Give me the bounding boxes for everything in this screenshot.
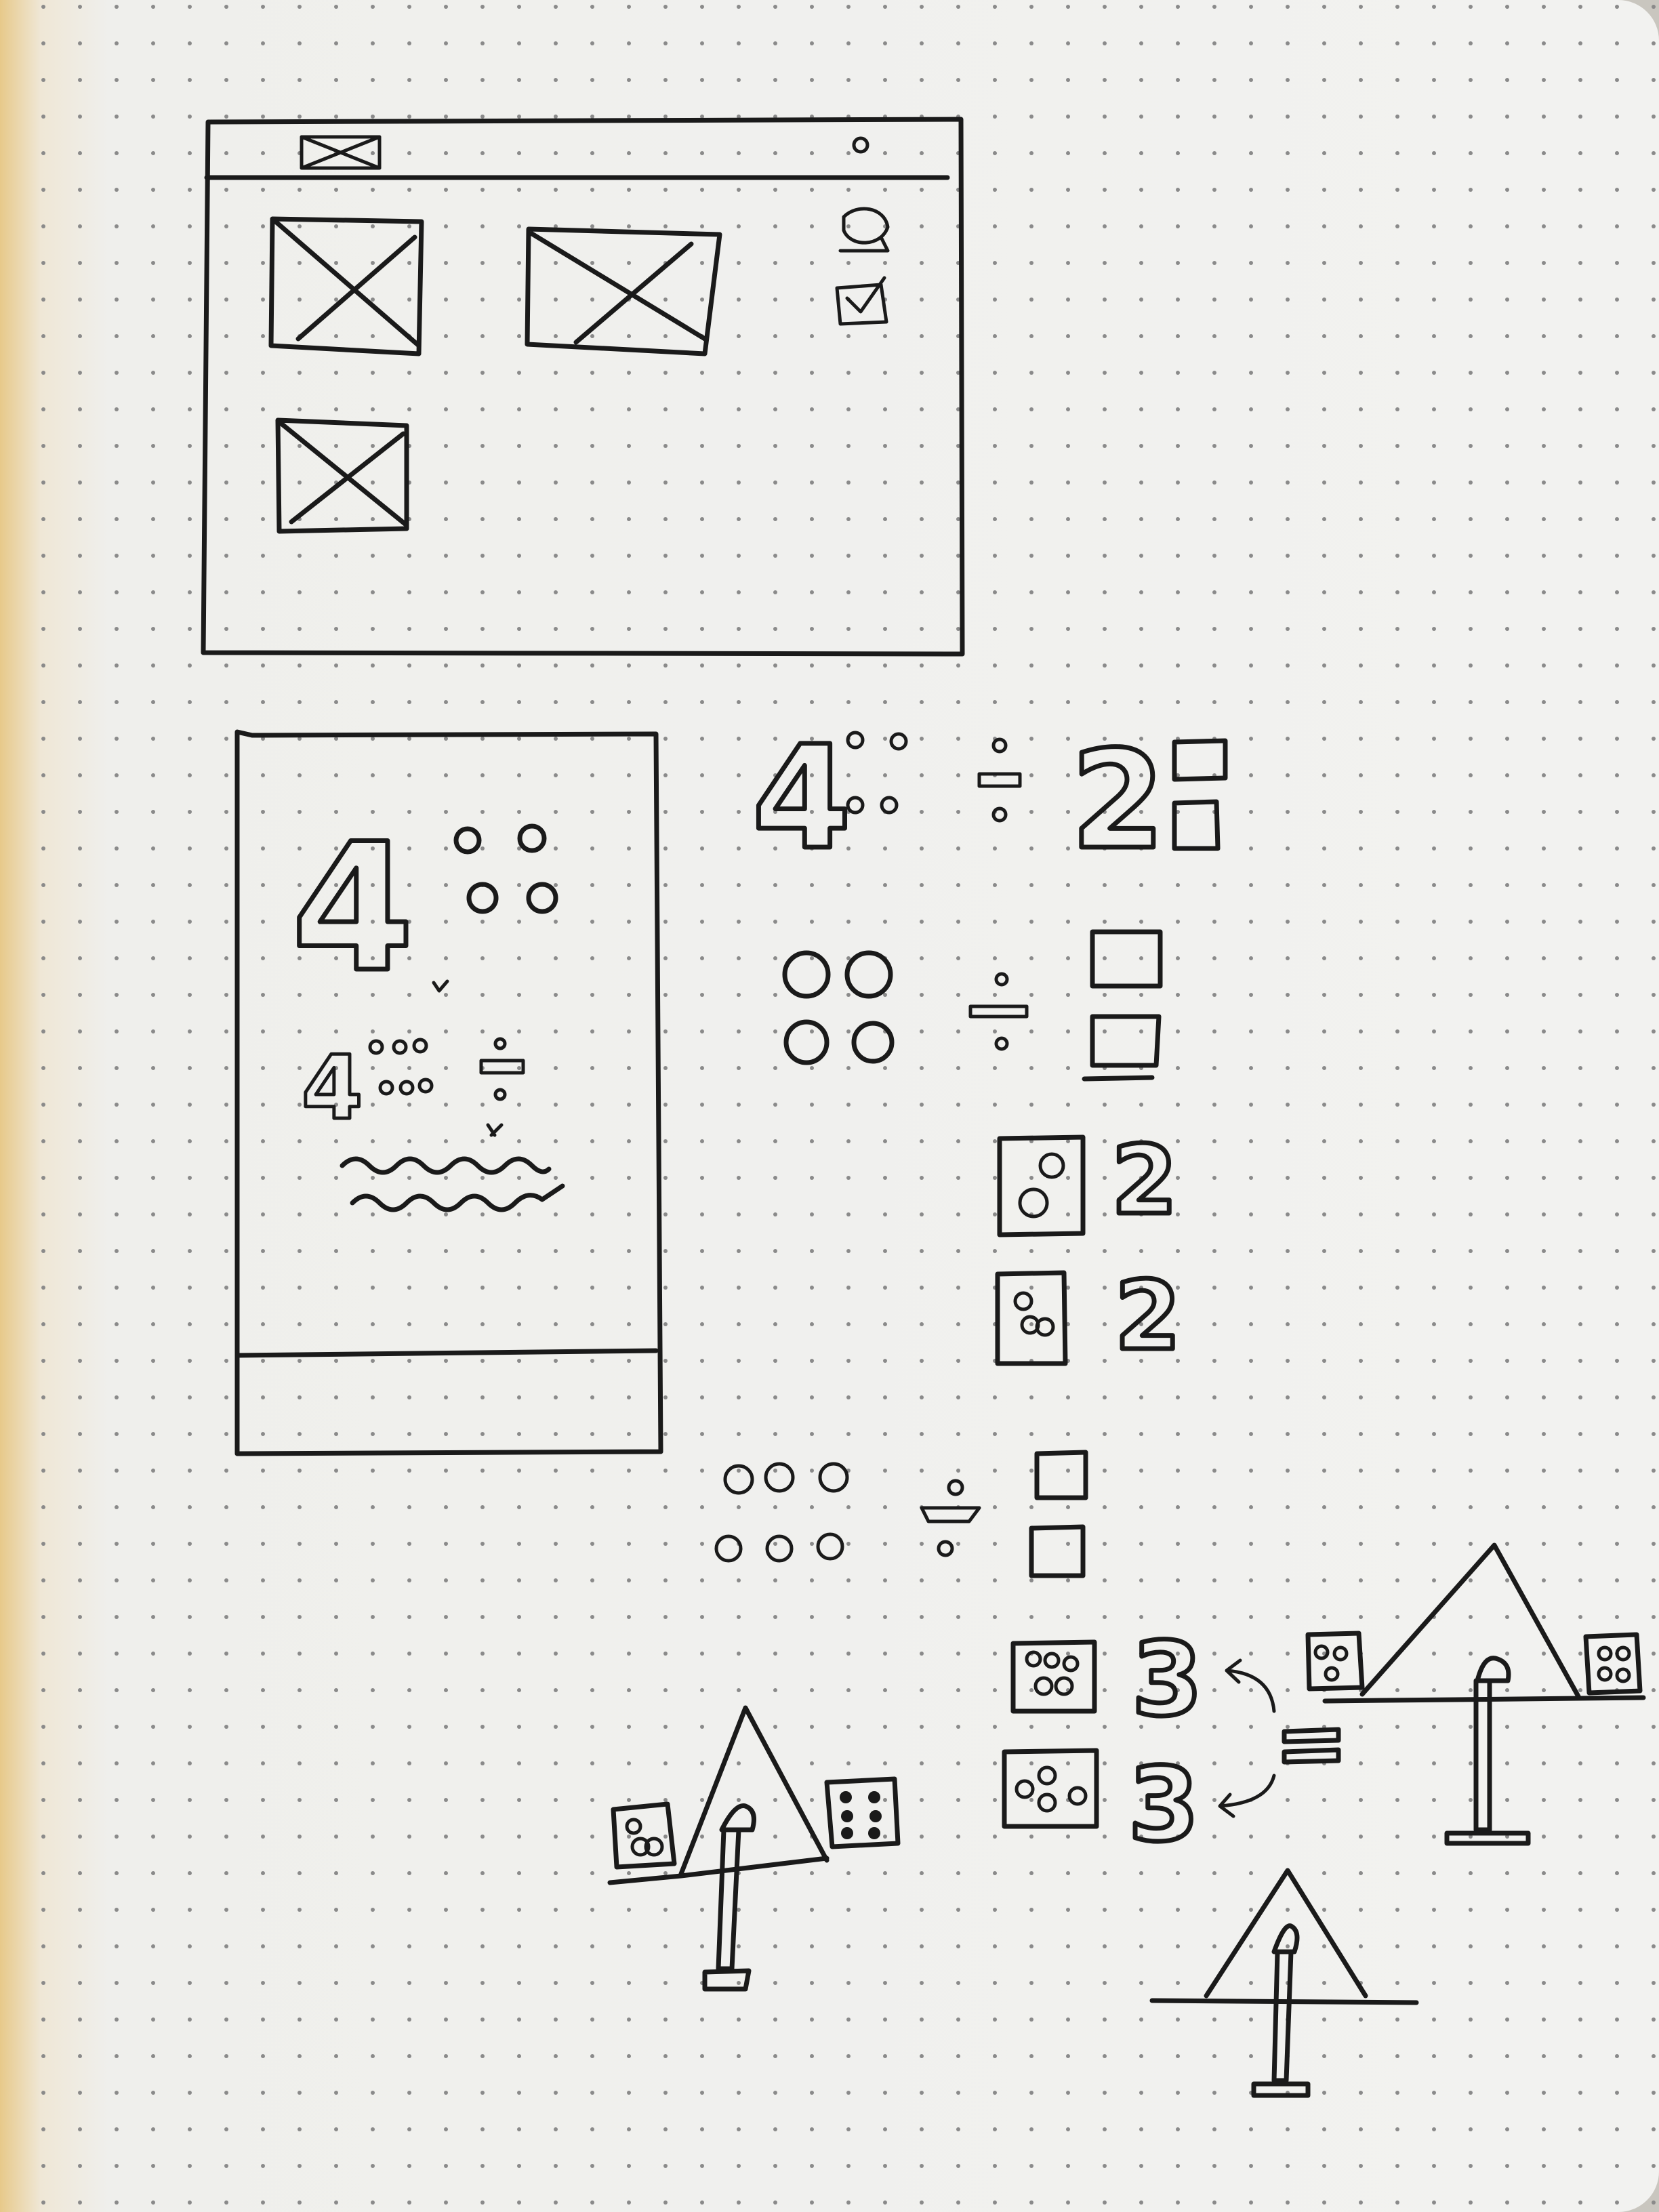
division-row-3 — [714, 1450, 1088, 1578]
dice-icon — [997, 1134, 1086, 1237]
result-row-1: 2 — [997, 1124, 1180, 1239]
desktop-wireframe — [201, 117, 965, 657]
balance-scale-icon — [1149, 1868, 1419, 2098]
balance-scale-icon — [607, 1705, 901, 1992]
dividend-number: 4 — [752, 715, 851, 881]
result-value: 2 — [1111, 1126, 1177, 1236]
division-row-1: 4 2 — [750, 713, 1228, 884]
result-row-3: 3 — [1010, 1619, 1205, 1742]
avatar-icon — [838, 207, 890, 253]
big-number: 4 — [291, 806, 414, 1011]
group-boxes — [1029, 1450, 1088, 1578]
balance-scale-icon — [1305, 1542, 1646, 1846]
dice-icon — [1002, 1748, 1099, 1829]
image-placeholder-icon — [275, 417, 409, 534]
result-row-4: 3 — [1002, 1744, 1202, 1867]
result-row-2: 2 — [995, 1259, 1183, 1374]
counting-dots — [453, 823, 558, 914]
dividend-dots — [846, 731, 908, 815]
group-boxes — [1172, 738, 1228, 851]
divisor-number: 2 — [1071, 722, 1165, 880]
checklist-icon — [835, 276, 888, 326]
logo-placeholder-icon — [300, 135, 382, 170]
mobile-wireframe: 4 4 — [234, 729, 663, 1456]
text-placeholder — [340, 1156, 552, 1175]
image-placeholder-icon — [525, 226, 722, 356]
small-dots — [368, 1038, 434, 1096]
result-value: 3 — [1132, 1621, 1202, 1739]
text-placeholder — [350, 1183, 565, 1212]
divide-icon — [977, 737, 1022, 823]
dice-icon — [995, 1270, 1068, 1366]
division-row-2 — [782, 929, 1163, 1082]
result-value: 2 — [1115, 1261, 1181, 1372]
small-number: 4 — [302, 1036, 363, 1139]
divide-icon — [920, 1479, 981, 1557]
divide-icon — [968, 972, 1029, 1051]
dot-grid — [27, 0, 1659, 2212]
window-control-icon — [852, 136, 869, 154]
group-boxes — [1082, 929, 1163, 1082]
divide-icon — [479, 1037, 525, 1101]
dice-icon — [1010, 1639, 1097, 1714]
result-value: 3 — [1128, 1746, 1199, 1864]
image-placeholder-icon — [268, 216, 424, 356]
equals-icon — [1218, 1658, 1341, 1818]
